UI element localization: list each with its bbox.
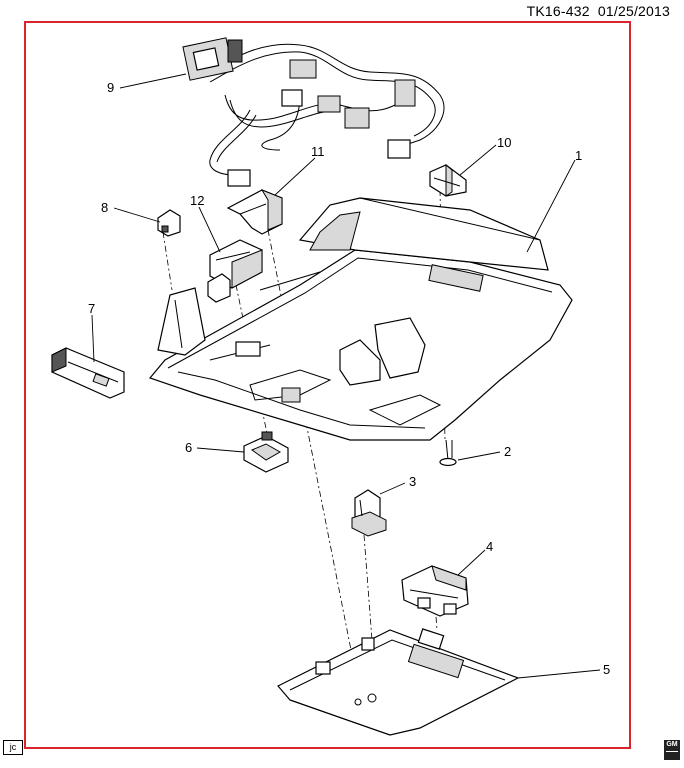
callout-12: 12 bbox=[190, 193, 204, 208]
figure-header: TK16-432 01/25/2013 bbox=[527, 3, 670, 19]
bracket-part-11 bbox=[226, 188, 283, 235]
callout-6: 6 bbox=[185, 440, 192, 455]
figure-id: TK16-432 bbox=[526, 3, 590, 19]
leader-lines bbox=[91, 73, 601, 679]
switch-part-12 bbox=[207, 239, 263, 303]
gm-logo-icon: GM bbox=[664, 740, 680, 760]
callout-1: 1 bbox=[575, 148, 582, 163]
callout-4: 4 bbox=[486, 539, 493, 554]
callout-5: 5 bbox=[603, 662, 610, 677]
module-part-7 bbox=[51, 347, 125, 399]
callout-7: 7 bbox=[88, 301, 95, 316]
clip-part-10 bbox=[429, 163, 467, 197]
callout-10: 10 bbox=[497, 135, 511, 150]
callout-8: 8 bbox=[101, 200, 108, 215]
lower-panel-part-5 bbox=[277, 628, 520, 736]
callout-11: 11 bbox=[311, 144, 325, 159]
figure-date: 01/25/2013 bbox=[597, 3, 670, 19]
callout-2: 2 bbox=[504, 444, 511, 459]
console-housing-part-1 bbox=[148, 197, 573, 441]
lamp-part-6 bbox=[243, 431, 289, 473]
wiring-harness bbox=[182, 37, 445, 187]
callout-9: 9 bbox=[107, 80, 114, 95]
clip-part-8 bbox=[157, 209, 181, 237]
bracket-part-4 bbox=[401, 565, 469, 617]
diagram-frame bbox=[24, 21, 631, 749]
callout-labels: 1 2 3 4 5 6 7 8 9 10 11 12 bbox=[88, 80, 610, 677]
screw-part-2 bbox=[439, 439, 457, 467]
callout-3: 3 bbox=[409, 474, 416, 489]
clip-part-3 bbox=[351, 489, 387, 537]
author-initials: jc bbox=[3, 740, 23, 755]
